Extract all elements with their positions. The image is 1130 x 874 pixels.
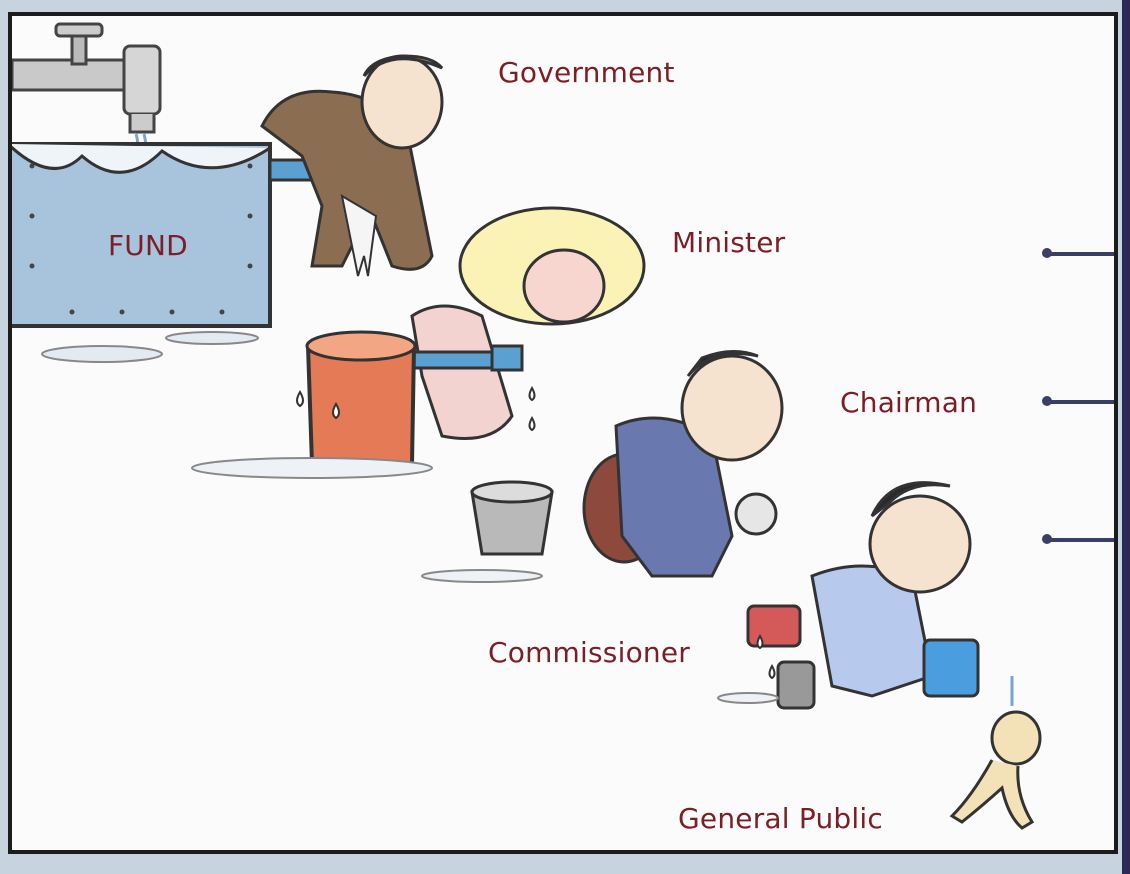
general-public-figure [949, 676, 1042, 830]
government-label: Government [498, 56, 675, 89]
bucket [421, 480, 554, 583]
left-arrow-icon [1042, 248, 1114, 258]
chairman-figure [582, 350, 784, 578]
cartoon-illustration [12, 22, 1042, 830]
commissioner-label: Commissioner [488, 636, 690, 669]
cartoon-frame: FUND Government Minister Chairman Commis… [8, 12, 1118, 854]
left-arrow-icon [1042, 396, 1114, 406]
government-figure [260, 54, 444, 277]
general-public-label: General Public [678, 802, 883, 835]
water-tap-icon [12, 22, 162, 161]
orange-pot [191, 330, 433, 479]
commissioner-figure [717, 481, 980, 710]
fund-label: FUND [108, 229, 188, 262]
left-arrow-icon [1042, 534, 1114, 544]
right-edge-bar [1122, 0, 1130, 874]
chairman-label: Chairman [840, 386, 978, 419]
minister-figure [406, 206, 646, 440]
fund-tank [12, 142, 272, 363]
minister-label: Minister [672, 226, 786, 259]
water-drops [296, 385, 776, 680]
